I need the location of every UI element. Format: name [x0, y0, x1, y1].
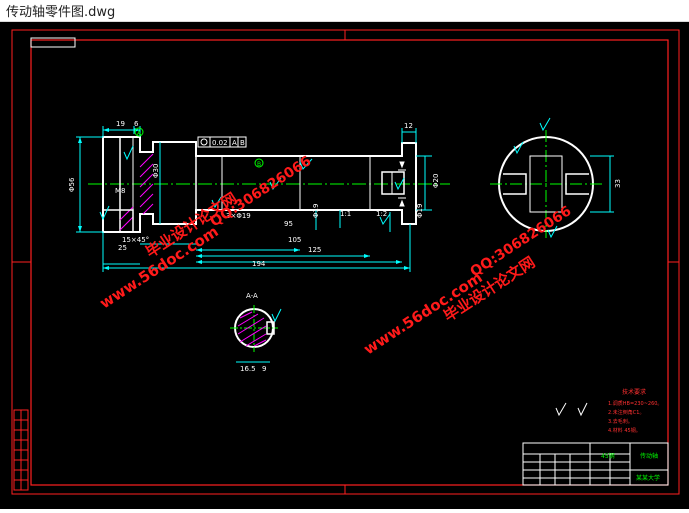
dim-16-5: 16.5: [240, 365, 256, 373]
dim-33: 33: [614, 179, 622, 188]
window-title-bar: 传动轴零件图.dwg: [0, 0, 689, 22]
end-view-keyway-right: [565, 173, 589, 195]
tolerance-datum-a: A: [232, 139, 237, 147]
dim-3x19: 3×Φ19: [226, 212, 251, 220]
end-view-roughness-3: [547, 225, 558, 239]
title-block[interactable]: [522, 442, 669, 486]
dim-194: 194: [252, 260, 266, 268]
section-cut-marker: [398, 161, 406, 207]
end-view-keyway-left: [503, 173, 527, 195]
section-hatch: [119, 153, 154, 231]
dim-phi56: Φ56: [68, 177, 76, 192]
titleblock-part: 传动轴: [640, 452, 658, 460]
dim-phi19-b: Φ19: [416, 204, 424, 218]
dim-chamfer: 15×45°: [122, 236, 149, 244]
drawing-canvas[interactable]: 19 6 12 Φ56 Φ30 M8 15×45° 25 3×Φ19 95 10…: [0, 22, 689, 509]
end-view-flat: [529, 155, 563, 213]
notes-line-2: 2.未注倒角C1。: [608, 409, 644, 416]
notes-title: 技术要求: [622, 388, 646, 396]
drawing-viewport[interactable]: 19 6 12 Φ56 Φ30 M8 15×45° 25 3×Φ19 95 10…: [0, 22, 689, 509]
dim-19: 19: [116, 120, 125, 128]
dim-taper-2: 1:2: [376, 210, 387, 218]
dim-9: 9: [262, 365, 266, 373]
section-a-a-view[interactable]: A-A 16.5 9: [230, 292, 282, 373]
section-roughness: [271, 308, 282, 323]
datum-a-label: A: [137, 130, 142, 137]
dim-12: 12: [404, 122, 413, 130]
thread-bore: [102, 209, 134, 233]
dim-95: 95: [284, 220, 293, 228]
dim-6: 6: [134, 120, 139, 128]
dim-25: 25: [118, 244, 127, 252]
roughness-symbols: [99, 145, 405, 226]
remaining-roughness: [555, 402, 588, 417]
dim-105: 105: [288, 236, 301, 244]
dim-phi30: Φ30: [152, 164, 160, 178]
shaft-main-view[interactable]: 19 6 12 Φ56 Φ30 M8 15×45° 25 3×Φ19 95 10…: [68, 120, 450, 272]
dim-m8: M8: [115, 187, 126, 195]
datum-b-marker: [254, 158, 264, 168]
technical-notes: 技术要求 1.调质HB=230~260。 2.未注倒角C1。 3.去毛刺。 4.…: [608, 388, 662, 434]
section-aa-hatch: [237, 311, 267, 347]
drawing-number-box: [30, 37, 76, 48]
dim-phi19: Φ19: [312, 204, 320, 218]
section-title: A-A: [246, 292, 258, 300]
notes-line-1: 1.调质HB=230~260。: [608, 400, 662, 407]
dim-taper-1: 1:1: [340, 210, 351, 218]
dim-125: 125: [308, 246, 321, 254]
keyway: [381, 171, 405, 195]
dimension-lines: [76, 126, 432, 272]
titleblock-school: 某某大学: [636, 474, 660, 482]
notes-line-3: 3.去毛刺。: [608, 418, 633, 425]
datum-b-label: B: [257, 161, 261, 168]
notes-line-4: 4.材料 45钢。: [608, 427, 641, 434]
end-view-roughness: [539, 117, 551, 132]
left-margin-table: [13, 409, 29, 491]
shaft-end-view[interactable]: 33: [490, 117, 622, 239]
dim-phi20: Φ20: [432, 174, 440, 188]
titleblock-material: 45钢: [601, 452, 615, 460]
dimension-arrows: [78, 128, 410, 270]
tolerance-value: 0.02: [212, 139, 228, 147]
window-title: 传动轴零件图.dwg: [6, 5, 116, 20]
section-keyway: [266, 321, 275, 335]
shaft-outline: [102, 136, 417, 233]
tolerance-datum-b: B: [240, 139, 245, 147]
geometric-tolerance-frame: 0.02 A B: [197, 136, 247, 148]
datum-a-marker: [134, 127, 144, 137]
end-view-roughness-2: [513, 141, 524, 155]
